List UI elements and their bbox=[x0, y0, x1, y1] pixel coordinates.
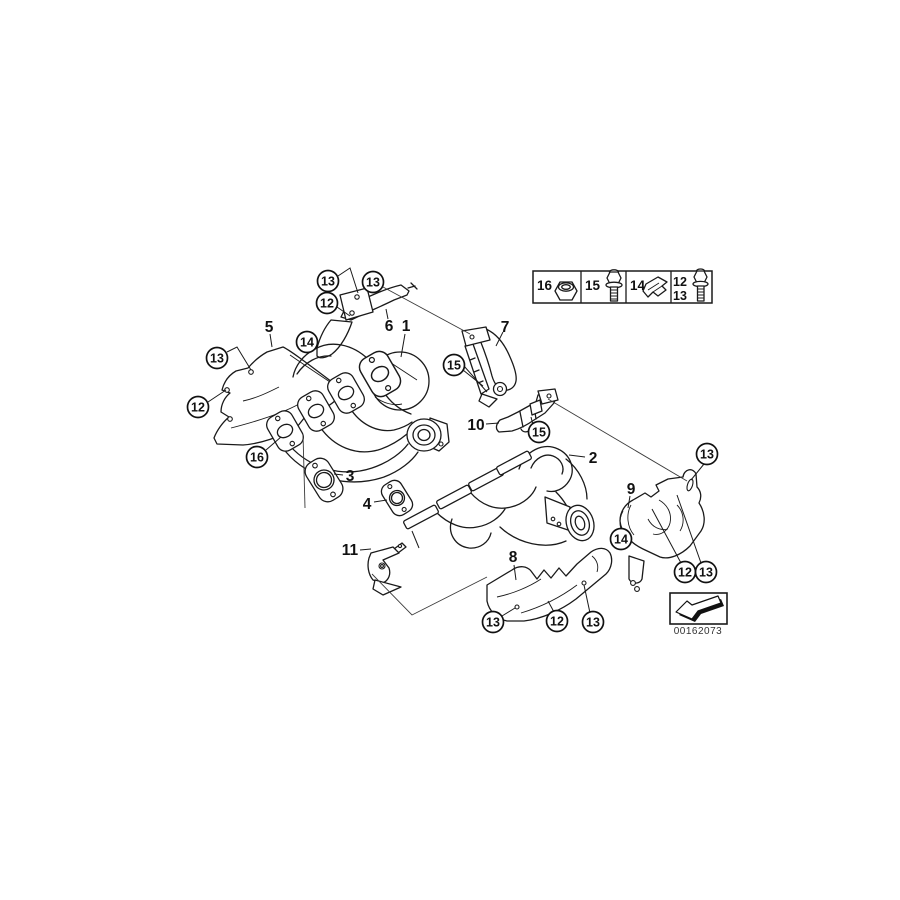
callout-circled-13: 13 bbox=[481, 610, 505, 634]
legend-label-12: 12 bbox=[673, 275, 687, 289]
direction-arrow-icon bbox=[675, 595, 724, 622]
callout-number: 13 bbox=[321, 274, 335, 288]
callout-circled-15: 15 bbox=[442, 353, 466, 377]
callout-plain-2: 2 bbox=[589, 450, 598, 467]
callout-circled-13: 13 bbox=[316, 269, 340, 293]
callout-plain-9: 9 bbox=[627, 481, 636, 498]
leader-lines bbox=[207, 267, 705, 617]
callout-number: 12 bbox=[320, 296, 334, 310]
callout-plain-6: 6 bbox=[385, 318, 394, 335]
callout-circled-15: 15 bbox=[527, 420, 551, 444]
callout-circled-16: 16 bbox=[245, 445, 269, 469]
port-flange bbox=[327, 372, 365, 414]
callout-plain-4: 4 bbox=[363, 496, 372, 513]
legend-label-14: 14 bbox=[630, 278, 646, 293]
callout-number: 13 bbox=[700, 447, 714, 461]
callout-circled-13: 13 bbox=[695, 442, 719, 466]
footer: 00162073 bbox=[669, 592, 728, 637]
port-flange bbox=[297, 390, 335, 432]
callout-number: 13 bbox=[699, 565, 713, 579]
callout-plain-8: 8 bbox=[509, 549, 518, 566]
callout-number: 13 bbox=[586, 615, 600, 629]
legend-label-13: 13 bbox=[673, 289, 687, 303]
callout-circled-12: 12 bbox=[673, 560, 697, 584]
callout-circled-13: 13 bbox=[205, 346, 229, 370]
callout-circled-13: 13 bbox=[694, 560, 718, 584]
callout-number: 12 bbox=[191, 400, 205, 414]
callout-number: 16 bbox=[250, 450, 264, 464]
bracket-10-drawing bbox=[495, 388, 559, 433]
hex-bolt-icon bbox=[692, 268, 709, 302]
callout-plain-1: 1 bbox=[402, 318, 411, 335]
manifold-2-drawing bbox=[403, 445, 595, 549]
callout-number: 12 bbox=[678, 565, 692, 579]
callout-circled-12: 12 bbox=[186, 395, 210, 419]
bracket-7-drawing bbox=[461, 326, 517, 408]
callout-plain-7: 7 bbox=[501, 319, 510, 336]
callout-plain-11: 11 bbox=[342, 542, 359, 559]
callout-number: 15 bbox=[532, 425, 546, 439]
callout-number: 12 bbox=[550, 614, 564, 628]
callout-number: 13 bbox=[366, 275, 380, 289]
heat-shield-8-drawing bbox=[486, 547, 613, 622]
fastener-legend: 16 15 14 12 13 bbox=[532, 268, 713, 304]
callout-number: 13 bbox=[486, 615, 500, 629]
callout-circled-13: 13 bbox=[361, 270, 385, 294]
hex-bolt-icon bbox=[605, 269, 623, 302]
callout-circled-13: 13 bbox=[581, 610, 605, 634]
callout-number: 14 bbox=[614, 532, 628, 546]
artwork: 1313121413121615151314121313121356171023… bbox=[186, 267, 719, 634]
assembly-guide-lines bbox=[302, 286, 688, 616]
port-flange bbox=[358, 350, 402, 398]
drawing-number: 00162073 bbox=[674, 626, 723, 637]
sheet-metal-clip-icon bbox=[642, 276, 668, 298]
callout-plain-10: 10 bbox=[467, 417, 484, 434]
legend-label-15: 15 bbox=[585, 278, 601, 293]
callout-circled-14: 14 bbox=[295, 330, 319, 354]
callout-circled-12: 12 bbox=[315, 291, 339, 315]
heat-shield-9-drawing bbox=[619, 469, 705, 592]
heat-shield-5-drawing bbox=[213, 346, 345, 446]
hex-nut-icon bbox=[554, 281, 578, 301]
callout-number: 14 bbox=[300, 335, 314, 349]
legend-label-16: 16 bbox=[537, 278, 553, 293]
callout-plain-3: 3 bbox=[346, 468, 355, 485]
callout-circled-12: 12 bbox=[545, 609, 569, 633]
callout-plain-5: 5 bbox=[265, 319, 274, 336]
bracket-11-drawing bbox=[367, 542, 407, 596]
gasket-3-drawing bbox=[304, 457, 344, 503]
bracket-6-drawing bbox=[316, 282, 418, 359]
callout-number: 13 bbox=[210, 351, 224, 365]
gasket-4-drawing bbox=[380, 479, 414, 517]
manifold-1-drawing bbox=[266, 343, 450, 483]
callout-number: 15 bbox=[447, 358, 461, 372]
callout-circled-14: 14 bbox=[609, 527, 633, 551]
